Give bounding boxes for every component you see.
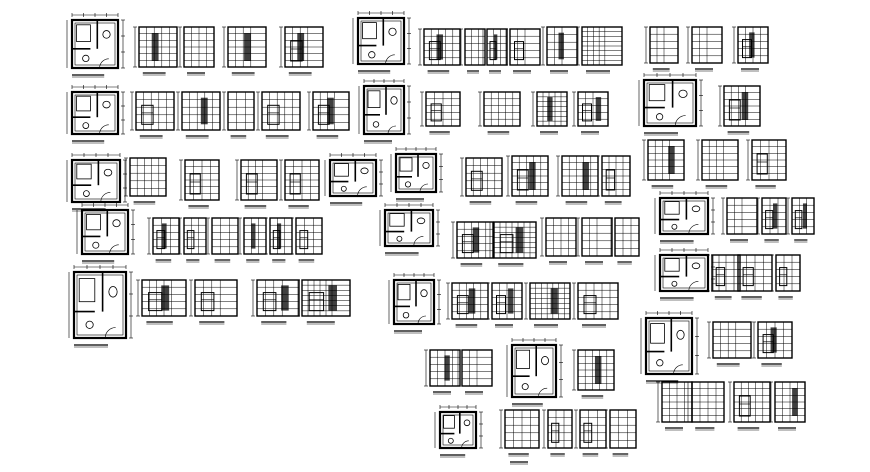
plan-block-r6-1 (640, 311, 699, 384)
sheet-title-tag (510, 461, 528, 465)
elevation-r5-1 (136, 279, 187, 325)
elevation-r1-2 (178, 26, 215, 76)
elevation-r2-3 (222, 91, 255, 139)
elevation-r1-5 (418, 28, 461, 74)
plan-block-r1-2 (352, 11, 411, 74)
plan-block-r5-1 (68, 265, 133, 348)
elevation-r5-4 (296, 279, 351, 325)
elevation-r1-13 (732, 26, 769, 72)
elevation-r6-6 (656, 381, 693, 431)
elevation-r5-11 (770, 254, 801, 300)
elevation-r2-1 (130, 91, 175, 139)
elevation-r5-7 (524, 282, 571, 328)
elevation-r6-5 (572, 349, 615, 399)
elevation-r4-5 (264, 217, 293, 263)
elevation-r4-10 (576, 217, 613, 265)
plan-block-r4-3 (654, 191, 715, 244)
elevation-r5-6 (486, 282, 523, 328)
elevation-r3-8 (596, 155, 631, 205)
plan-block-r7-1 (434, 405, 483, 458)
elevation-r6-8 (728, 381, 771, 431)
elevation-r4-11 (609, 217, 640, 265)
plan-block-r2-3 (638, 73, 703, 136)
plan-block-r5-2 (388, 273, 441, 334)
elevation-r7-1 (499, 409, 540, 457)
elevation-r3-4 (279, 159, 320, 209)
elevation-r4-13 (756, 197, 787, 243)
elevation-r5-2 (189, 279, 238, 325)
elevation-r2-9 (572, 91, 609, 135)
elevation-r2-4 (256, 91, 301, 139)
elevation-r4-4 (238, 217, 267, 263)
elevation-r5-3 (251, 279, 300, 325)
elevation-r5-9 (706, 254, 741, 300)
elevation-r6-1 (707, 321, 752, 367)
elevation-r4-1 (147, 217, 180, 263)
elevation-r1-3 (222, 26, 267, 76)
elevation-r3-1 (124, 157, 167, 205)
plan-block-r2-2 (358, 79, 411, 144)
elevation-r4-7 (451, 221, 494, 267)
elevation-r3-5 (460, 157, 503, 205)
plan-block-r3-1 (66, 153, 127, 212)
elevation-r4-8 (488, 221, 537, 267)
plan-block-r4-1 (76, 203, 135, 264)
elevation-r4-12 (721, 197, 758, 243)
elevation-r4-3 (206, 217, 239, 263)
plan-block-r2-1 (66, 85, 125, 144)
elevation-r7-4 (604, 409, 637, 457)
elevation-r1-1 (133, 26, 178, 76)
elevation-r4-9 (540, 217, 577, 265)
elevation-r2-7 (478, 91, 521, 135)
elevation-r6-3 (424, 349, 461, 395)
elevation-r2-10 (718, 85, 761, 135)
elevation-r1-10 (576, 26, 623, 74)
elevation-r6-2 (752, 321, 793, 367)
elevation-r3-10 (696, 139, 739, 189)
elevation-r6-7 (686, 381, 725, 431)
elevation-r5-8 (572, 282, 619, 328)
elevation-r3-3 (235, 159, 278, 209)
elevation-r3-7 (556, 155, 599, 205)
elevation-r5-10 (732, 254, 773, 300)
elevation-r4-6 (290, 217, 323, 263)
elevation-r2-6 (420, 91, 461, 135)
elevation-r5-5 (446, 282, 489, 328)
elevation-r4-14 (786, 197, 815, 243)
elevation-r1-9 (541, 26, 578, 74)
elevation-r2-5 (307, 91, 350, 139)
elevation-r3-2 (179, 159, 220, 209)
plan-block-r4-2 (379, 203, 440, 256)
elevation-r1-6 (459, 28, 486, 74)
elevation-r3-6 (506, 155, 549, 205)
elevation-r2-8 (531, 91, 568, 135)
plan-block-r3-3 (390, 147, 443, 202)
elevation-r6-4 (456, 349, 493, 395)
elevation-r1-7 (481, 28, 508, 74)
elevation-r6-9 (769, 381, 806, 431)
elevation-r7-3 (574, 409, 607, 457)
plan-block-r6-2 (506, 338, 563, 407)
elevation-r3-9 (642, 139, 685, 189)
elevation-r3-11 (746, 139, 787, 189)
elevation-r1-11 (644, 26, 679, 72)
elevation-r1-4 (279, 26, 324, 76)
elevation-r7-2 (542, 409, 573, 457)
elevation-r1-12 (686, 26, 723, 72)
elevation-r2-2 (176, 91, 221, 139)
plan-block-r1-1 (66, 13, 125, 78)
plan-block-r3-2 (324, 153, 383, 206)
elevation-r1-8 (504, 28, 541, 74)
plan-block-r5-3 (654, 248, 715, 301)
elevation-r4-2 (178, 217, 207, 263)
